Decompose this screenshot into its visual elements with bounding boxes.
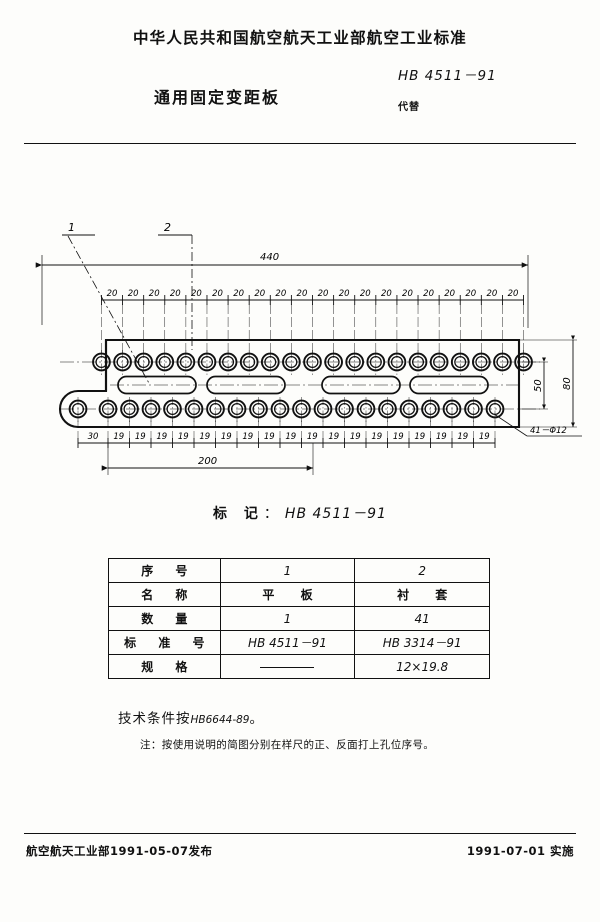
pitch-top-label: 20 [318, 289, 329, 299]
table-cell-col2: 41 [354, 606, 490, 631]
table-row: 名 称平 板衬 套 [108, 582, 490, 607]
pitch-top-label: 20 [402, 289, 413, 299]
hole-callout: 41－Φ12 [493, 413, 582, 437]
pitch-bottom-label: 19 [285, 432, 296, 442]
pitch-bottom-label: 19 [264, 432, 275, 442]
table-cell-col1: 1 [219, 558, 356, 583]
pitch-bottom-label: 19 [414, 432, 425, 442]
vertical-centerlines [77, 350, 524, 422]
hole-callout-label: 41－Φ12 [530, 426, 567, 436]
first-bottom-label: 30 [88, 432, 99, 442]
note-text: 注：按使用说明的简图分别在样尺的正、反面打上孔位序号。 [140, 739, 435, 751]
replaces-label: 代替 [398, 102, 420, 113]
pitch-bottom-label: 19 [113, 432, 124, 442]
marking-value: HB 4511－91 [284, 506, 387, 522]
pitch-top-label: 20 [423, 289, 434, 299]
marking-line: 标 记： HB 4511－91 [0, 503, 600, 523]
footer-divider [24, 833, 576, 834]
pitch-top-label: 20 [170, 289, 181, 299]
pitch-top-label: 20 [297, 289, 308, 299]
pitch-top-label: 20 [339, 289, 350, 299]
balloon-2-label: 2 [164, 221, 171, 234]
table-cell-col2: 2 [354, 558, 490, 583]
overall-length-label: 440 [260, 252, 279, 263]
dimension-inner-height: 50 [520, 357, 548, 410]
pitch-top-label: 20 [128, 289, 139, 299]
technical-condition-value: HB6644-89 [190, 714, 250, 726]
footer-effective: 1991-07-01 实施 [466, 844, 574, 858]
dimension-chain-top: 20 20 20 20 20 20 20 20 20 20 20 20 20 20 20 20 20 20 20 20 [100, 289, 525, 356]
table-cell-col1: 1 [219, 606, 356, 631]
pitch-top-label: 20 [233, 289, 244, 299]
page-title: 通用固定变距板 [153, 88, 280, 107]
pitch-bottom-label: 19 [135, 432, 146, 442]
footer-issued: 航空航天工业部1991-05-07发布 [26, 844, 213, 858]
pitch-top-label: 20 [275, 289, 286, 299]
pitch-top-label: 20 [107, 289, 118, 299]
pitch-top-label: 20 [254, 289, 265, 299]
pitch-bottom-label: 19 [371, 432, 382, 442]
pitch-bottom-label: 19 [328, 432, 339, 442]
pitch-bottom-label: 19 [242, 432, 253, 442]
table-row-label: 数 量 [108, 606, 221, 631]
technical-condition-end: 。 [249, 711, 264, 727]
table-cell-col2: 12×19.8 [354, 654, 490, 679]
table-cell-col1 [219, 654, 356, 679]
table-cell-col2: HB 3314－91 [354, 630, 490, 655]
pitch-bottom-label: 19 [436, 432, 447, 442]
pitch-top-label: 20 [465, 289, 476, 299]
dimension-sub-length: 200 [101, 443, 314, 475]
marking-separator: ： [263, 506, 279, 522]
pitch-top-label: 20 [149, 289, 160, 299]
pitch-top-label: 20 [444, 289, 455, 299]
pitch-top-label: 20 [212, 289, 223, 299]
table-row: 规 格 12×19.8 [108, 654, 490, 679]
header-divider [24, 143, 576, 144]
dimension-outer-height: 80 [519, 335, 577, 428]
table-row-label: 规 格 [108, 654, 221, 679]
balloon-callout-2: 2 [158, 221, 193, 350]
pitch-bottom-label: 19 [199, 432, 210, 442]
technical-condition-line: 技术条件按HB6644-89。 [118, 707, 264, 727]
pitch-top-label: 20 [381, 289, 392, 299]
sub-length-label: 200 [198, 456, 217, 467]
pitch-top-label: 20 [360, 289, 371, 299]
empty-value-dash [260, 666, 315, 668]
table-row-label: 名 称 [108, 582, 221, 607]
pitch-bottom-label: 19 [393, 432, 404, 442]
pitch-bottom-label: 19 [221, 432, 232, 442]
table-cell-col2: 衬 套 [354, 582, 490, 607]
outer-height-label: 80 [562, 377, 573, 390]
inner-height-label: 50 [533, 379, 544, 392]
pitch-bottom-label: 19 [156, 432, 167, 442]
pitch-bottom-label: 19 [178, 432, 189, 442]
pitch-bottom-label: 19 [479, 432, 490, 442]
table-row-label: 序 号 [108, 558, 221, 583]
pitch-bottom-label: 19 [457, 432, 468, 442]
pitch-top-label: 20 [191, 289, 202, 299]
ministry-standard-heading: 中华人民共和国航空航天工业部航空工业标准 [132, 29, 467, 47]
table-row-label: 标 准 号 [108, 630, 221, 655]
technical-condition-label: 技术条件按 [118, 711, 191, 727]
marking-label: 标 记 [213, 506, 264, 522]
table-cell-col1: 平 板 [219, 582, 356, 607]
pitch-bottom-label: 19 [307, 432, 318, 442]
table-cell-col1: HB 4511－91 [219, 630, 356, 655]
pitch-bottom-label: 19 [350, 432, 361, 442]
dimension-chain-bottom: 30 19 19 19 19 19 19 19 19 19 19 19 19 19 19 19 19 19 19 [77, 418, 496, 448]
dimension-overall-length: 440 [35, 252, 529, 328]
balloon-1-label: 1 [68, 221, 75, 234]
pitch-top-label: 20 [508, 289, 519, 299]
standard-number: HB 4511－91 [398, 68, 497, 84]
pitch-top-label: 20 [486, 289, 497, 299]
